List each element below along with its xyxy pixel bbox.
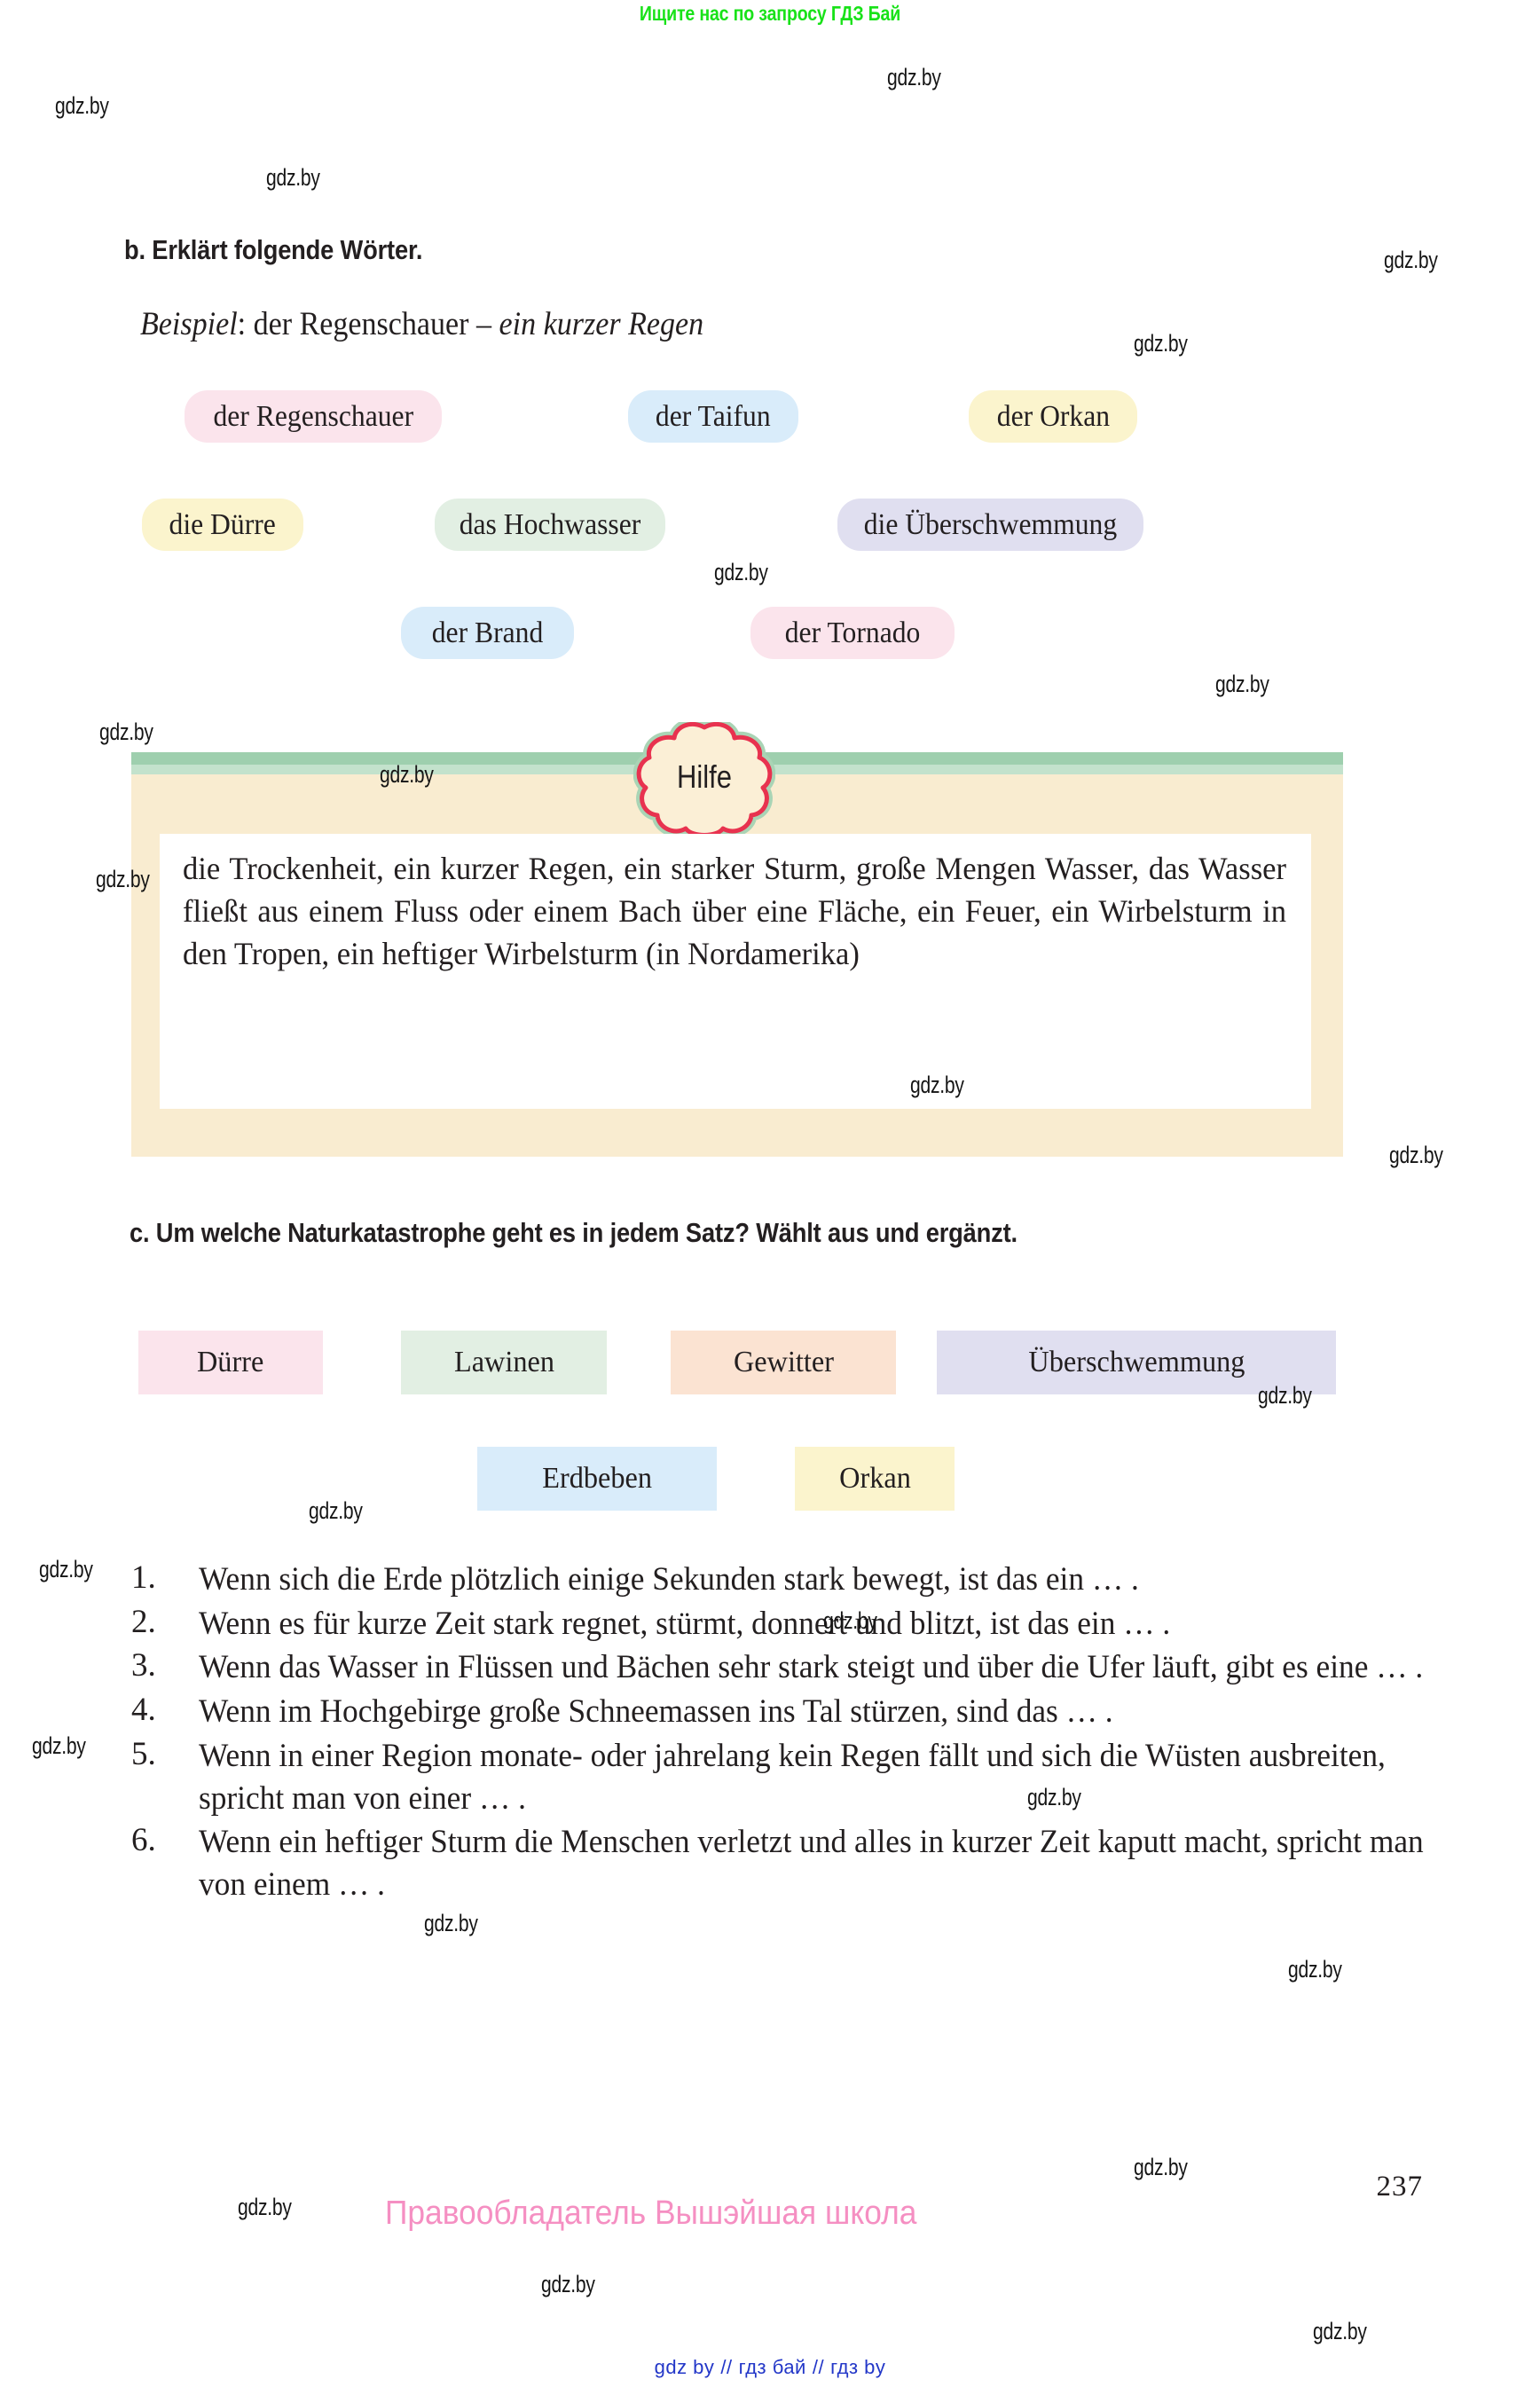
watermark: gdz.by [309, 1497, 363, 1524]
word-chip-label: das Hochwasser [459, 507, 641, 541]
word-chip-label: der Orkan [996, 399, 1110, 433]
watermark: gdz.by [541, 2271, 595, 2297]
word-chip[interactable]: die Dürre [142, 499, 303, 551]
word-chip-label: die Überschwemmung [863, 507, 1118, 541]
sentence-item: 5. Wenn in einer Region monate- oder jahr… [131, 1735, 1391, 1819]
word-chip-label: der Regenschauer [213, 399, 413, 433]
word-chip[interactable]: das Hochwasser [435, 499, 665, 551]
sentence-number: 6. [131, 1822, 156, 1859]
copyright-notice: Правообладатель Вышэйшая школа [385, 2195, 917, 2232]
answer-option-label: Gewitter [733, 1346, 834, 1378]
watermark: gdz.by [99, 719, 153, 745]
sentence-item: 4. Wenn im Hochgebirge große Schneemassen… [131, 1691, 1391, 1733]
answer-option-label: Lawinen [453, 1346, 554, 1378]
example-answer: ein kurzer Regen [499, 306, 704, 342]
bottom-links: gdz by//гдз бай//гдз by [0, 2356, 1540, 2379]
answer-option-label: Überschwemmung [1027, 1346, 1245, 1378]
answer-option-chip[interactable]: Überschwemmung [937, 1331, 1336, 1394]
link-separator: // [720, 2356, 733, 2378]
answer-option-chip[interactable]: Lawinen [401, 1331, 607, 1394]
hilfe-badge-label: Hilfe [677, 758, 732, 795]
link-separator: // [812, 2356, 825, 2378]
hilfe-text: die Trockenheit, ein kurzer Regen, ein s… [183, 851, 1286, 971]
sentence-item: 3. Wenn das Wasser in Flüssen und Bächen … [131, 1646, 1423, 1689]
watermark: gdz.by [1389, 1142, 1443, 1168]
answer-option-chip[interactable]: Dürre [138, 1331, 323, 1394]
answer-option-label: Orkan [838, 1462, 911, 1495]
word-chip-label: der Taifun [656, 399, 771, 433]
watermark: gdz.by [266, 164, 320, 191]
sentence-text: Wenn im Hochgebirge große Schneemassen i… [199, 1693, 1113, 1731]
page-number: 237 [1376, 2171, 1423, 2203]
bottom-link[interactable]: гдз бай [738, 2356, 806, 2378]
word-chip-label: die Dürre [169, 507, 277, 541]
watermark: gdz.by [32, 1732, 86, 1759]
bottom-link[interactable]: gdz by [654, 2356, 715, 2378]
word-chip[interactable]: der Regenschauer [185, 390, 442, 443]
watermark: gdz.by [1313, 2318, 1367, 2344]
watermark: gdz.by [1384, 247, 1438, 273]
example-label: Beispiel [140, 306, 238, 342]
word-chip[interactable]: der Taifun [628, 390, 798, 443]
word-chip[interactable]: die Überschwemmung [837, 499, 1143, 551]
sentence-item: 2. Wenn es für kurze Zeit stark regnet, s… [131, 1603, 1391, 1645]
sentence-text: Wenn sich die Erde plötzlich einige Seku… [199, 1561, 1139, 1598]
answer-option-label: Dürre [197, 1346, 264, 1378]
sentence-item: 1. Wenn sich die Erde plötzlich einige Se… [131, 1559, 1391, 1601]
section-c-heading: c. Um welche Naturkatastrophe geht es in… [130, 1217, 1018, 1248]
sentence-item: 6. Wenn ein heftiger Sturm die Menschen v… [131, 1821, 1424, 1905]
example-line: Beispiel: der Regenschauer – ein kurzer … [140, 305, 703, 343]
word-chip-label: der Tornado [784, 616, 921, 649]
answer-option-chip[interactable]: Gewitter [671, 1331, 896, 1394]
word-chip-label: der Brand [431, 616, 544, 649]
sentence-number: 1. [131, 1559, 156, 1596]
sentence-number: 3. [131, 1647, 156, 1684]
watermark: gdz.by [1288, 1956, 1342, 1983]
sentence-number: 2. [131, 1603, 156, 1640]
watermark: gdz.by [39, 1556, 93, 1582]
answer-option-label: Erdbeben [542, 1462, 652, 1495]
word-chip[interactable]: der Brand [401, 607, 574, 659]
watermark: gdz.by [424, 1910, 478, 1936]
sentence-number: 4. [131, 1692, 156, 1729]
watermark: gdz.by [887, 64, 941, 90]
section-b-heading: b. Erklärt folgende Wörter. [124, 234, 423, 265]
example-separator: : der Regenschauer – [237, 306, 499, 342]
watermark: gdz.by [1215, 671, 1269, 697]
watermark: gdz.by [1134, 330, 1188, 357]
watermark: gdz.by [238, 2194, 292, 2220]
watermark: gdz.by [714, 559, 768, 585]
watermark: gdz.by [55, 92, 109, 119]
hilfe-badge: Hilfe [633, 722, 775, 834]
word-chip[interactable]: der Tornado [750, 607, 955, 659]
sentence-text: Wenn ein heftiger Sturm die Menschen ver… [199, 1824, 1424, 1904]
cloud-icon [633, 722, 775, 834]
answer-option-chip[interactable]: Erdbeben [477, 1447, 717, 1511]
hilfe-text-panel: die Trockenheit, ein kurzer Regen, ein s… [160, 834, 1311, 1109]
watermark: gdz.by [1134, 2154, 1188, 2180]
sentence-text: Wenn das Wasser in Flüssen und Bächen se… [199, 1649, 1424, 1686]
bottom-link[interactable]: гдз by [830, 2356, 886, 2378]
answer-option-chip[interactable]: Orkan [795, 1447, 955, 1511]
sentence-number: 5. [131, 1735, 156, 1772]
word-chip[interactable]: der Orkan [969, 390, 1137, 443]
sentence-text: Wenn es für kurze Zeit stark regnet, stü… [199, 1605, 1171, 1642]
sentence-text: Wenn in einer Region monate- oder jahrel… [199, 1737, 1386, 1817]
exercise-sentence-list: 1. Wenn sich die Erde plötzlich einige Se… [131, 1559, 1424, 1908]
top-promo-banner: Ищите нас по запросу ГДЗ Бай [639, 2, 901, 25]
